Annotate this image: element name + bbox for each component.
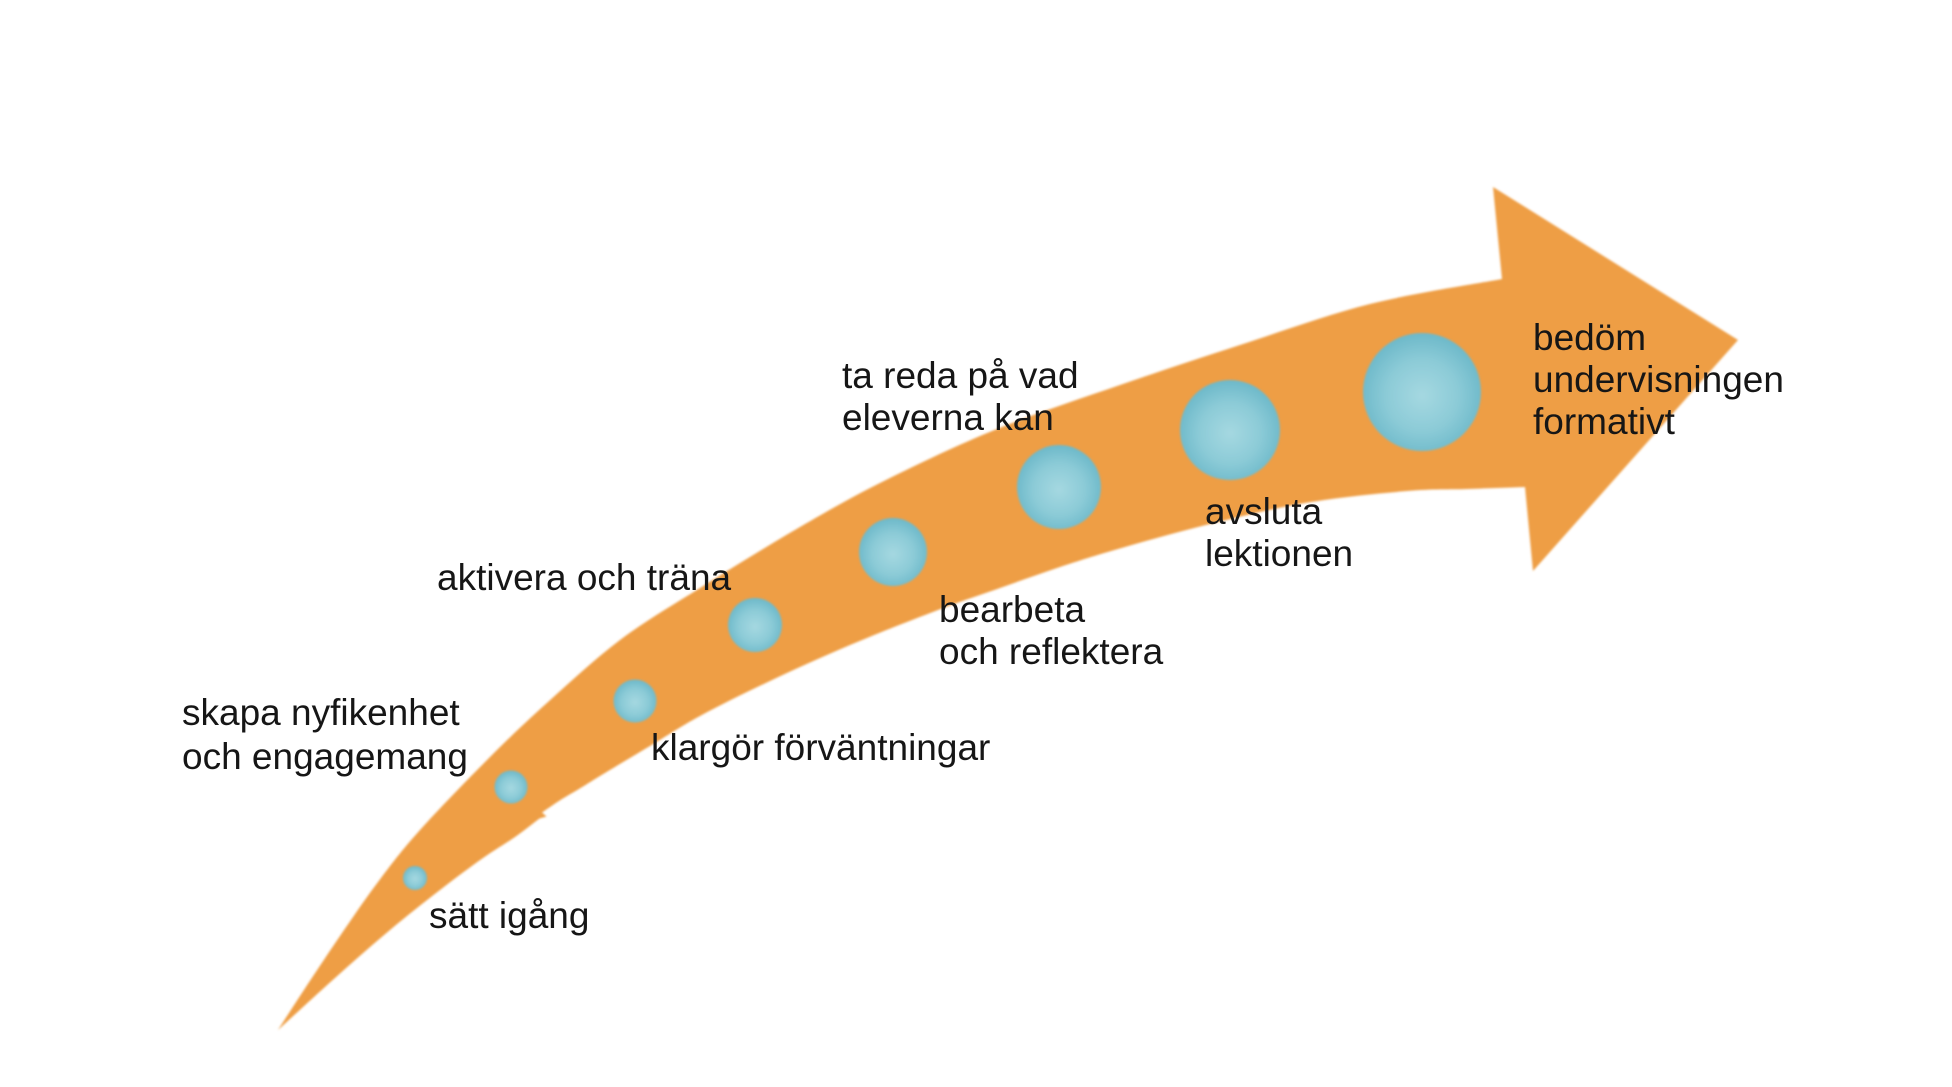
step-label-6-line-1: ta reda på vad xyxy=(842,355,1079,396)
step-label-7-line-2: lektionen xyxy=(1205,533,1353,574)
step-label-8-line-3: formativt xyxy=(1533,401,1676,442)
step-label-4-line-1: aktivera och träna xyxy=(437,557,732,598)
step-label-5-line-1: bearbeta xyxy=(939,589,1085,630)
step-dot-4 xyxy=(728,598,782,652)
step-dot-8 xyxy=(1363,333,1481,451)
step-dot-1 xyxy=(403,866,427,890)
step-label-2-line-1: skapa nyfikenhet xyxy=(182,692,460,733)
step-label-5-line-2: och reflektera xyxy=(939,631,1164,672)
step-dot-7 xyxy=(1180,380,1280,480)
step-label-3-line-1: klargör förväntningar xyxy=(651,727,990,768)
step-label-7-line-1: avsluta xyxy=(1205,491,1323,532)
step-dot-2 xyxy=(494,770,528,804)
step-label-2-line-2: och engagemang xyxy=(182,736,468,777)
step-label-1-line-1: sätt igång xyxy=(429,895,589,936)
step-dot-5 xyxy=(859,518,927,586)
step-dot-3 xyxy=(613,679,657,723)
step-label-8-line-2: undervisningen xyxy=(1533,359,1784,400)
step-label-6-line-2: eleverna kan xyxy=(842,397,1054,438)
step-dots xyxy=(403,333,1481,890)
step-dot-6 xyxy=(1017,445,1101,529)
step-labels: sätt igång skapa nyfikenhet och engagema… xyxy=(182,317,1784,936)
step-label-8-line-1: bedöm xyxy=(1533,317,1646,358)
